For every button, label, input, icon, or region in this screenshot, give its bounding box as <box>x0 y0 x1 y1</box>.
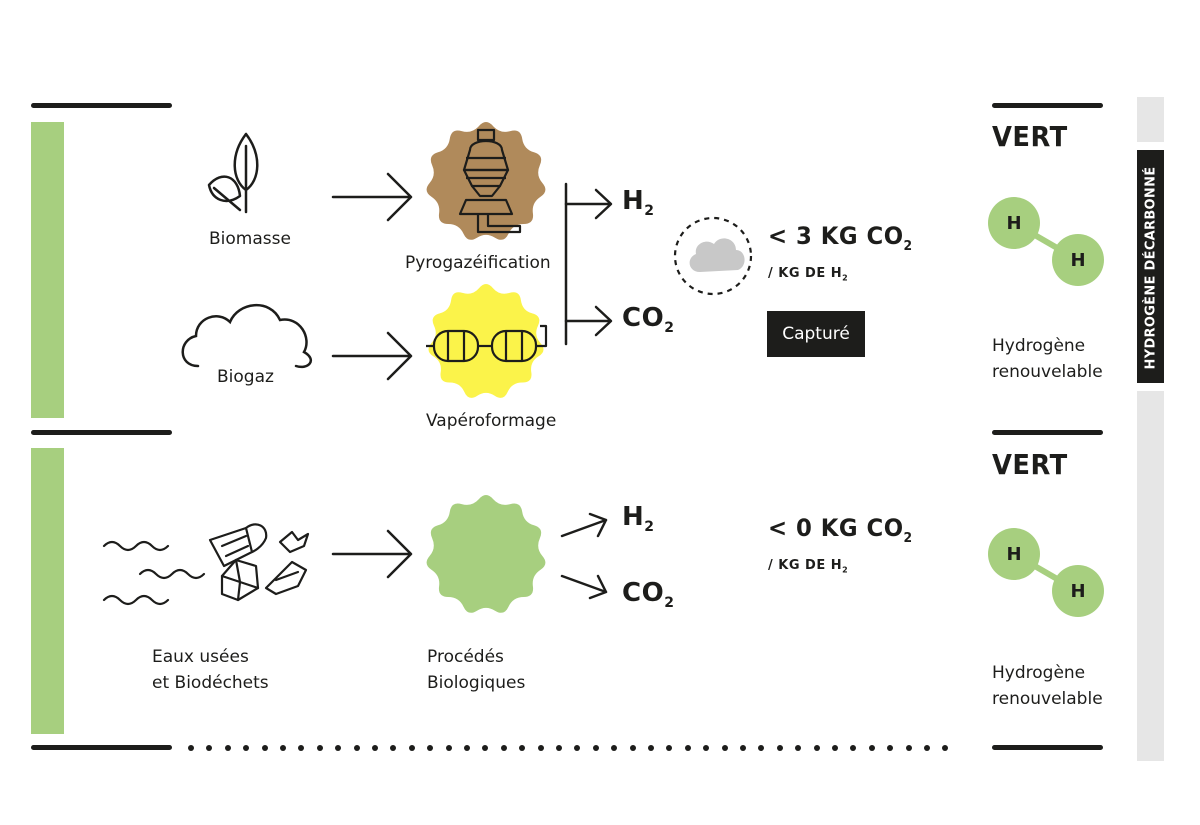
side-panel-top <box>1137 97 1164 142</box>
side-panel-label-bg <box>1137 150 1164 383</box>
pyrogazeification-gear <box>426 122 546 240</box>
row1-result-line2: renouvelable <box>992 362 1103 382</box>
row1-atom-1: H <box>988 197 1040 249</box>
separator-dot <box>353 745 360 751</box>
separator-dot <box>905 745 912 751</box>
biogaz-label: Biogaz <box>217 367 274 387</box>
separator-dot <box>776 745 783 751</box>
separator-dot <box>224 745 231 751</box>
separator-dot <box>850 745 857 751</box>
separator-dot <box>813 745 820 751</box>
separator-dot <box>924 745 930 751</box>
row1-marker <box>31 122 64 418</box>
separator-dot <box>316 745 323 751</box>
capture-badge: Capturé <box>767 311 865 357</box>
row2-h2-output: H2 <box>622 502 655 536</box>
row1-emission-value: < 3 KG CO2 <box>768 222 913 254</box>
top-bar-right <box>992 103 1103 108</box>
separator-dot <box>592 745 599 751</box>
separator-dot <box>335 745 342 751</box>
separator-dot <box>537 745 544 751</box>
waste-input-line1: Eaux usées <box>152 647 249 667</box>
row2-atom-2: H <box>1052 565 1104 617</box>
separator-dot <box>445 745 452 751</box>
separator-dot <box>666 745 673 751</box>
row1-category: VERT <box>992 120 1068 153</box>
separator-dot <box>408 745 415 751</box>
separator-dot <box>298 745 305 751</box>
separator-dot <box>372 745 378 751</box>
row2-emission-unit: / KG DE H2 <box>768 558 849 575</box>
row2-atom-1: H <box>988 528 1040 580</box>
biomasse-label: Biomasse <box>209 229 291 249</box>
separator-dot <box>684 745 691 751</box>
separator-dot <box>868 745 875 751</box>
separator-dot <box>832 745 838 751</box>
pyrogazeification-label: Pyrogazéification <box>405 253 551 273</box>
separator-dot <box>740 745 746 751</box>
reformer-icon <box>426 324 548 363</box>
row1-emission-unit: / KG DE H2 <box>768 266 849 283</box>
row2-marker <box>31 448 64 734</box>
waste-water-icon <box>102 523 310 606</box>
plant-leaves-icon <box>207 132 259 214</box>
side-panel-bottom <box>1137 391 1164 761</box>
row2-co2-output: CO2 <box>622 578 675 612</box>
row2-output-arrows <box>560 512 608 600</box>
bottom-bar-left <box>31 745 172 750</box>
cloud-outline-icon <box>181 303 313 369</box>
row2-emission-value: < 0 KG CO2 <box>768 514 913 546</box>
separator-dot <box>464 745 470 751</box>
row1-h2-output: H2 <box>622 186 655 220</box>
vaporeformage-gear <box>428 284 544 398</box>
separator-dot <box>942 745 949 751</box>
separator-dot <box>519 745 526 751</box>
separator-dot <box>887 745 894 751</box>
separator-dot <box>427 745 434 751</box>
vaporeformage-label: Vapéroformage <box>426 411 557 431</box>
separator-dot <box>390 745 397 751</box>
separator-dot <box>556 745 562 751</box>
separator-dot <box>721 745 728 751</box>
middle-bar-left <box>31 430 172 435</box>
separator-dot <box>629 745 636 751</box>
biological-process-gear <box>426 495 546 613</box>
waste-input-line2: et Biodéchets <box>152 673 269 693</box>
bio-process-line2: Biologiques <box>427 673 526 693</box>
reactor-icon <box>458 128 522 234</box>
separator-dot <box>611 745 618 751</box>
top-bar-left <box>31 103 172 108</box>
row2-result-line2: renouvelable <box>992 689 1103 709</box>
bio-process-line1: Procédés <box>427 647 504 667</box>
row1-atom-2: H <box>1052 234 1104 286</box>
separator-dot <box>500 745 507 751</box>
row1-co2-output: CO2 <box>622 303 675 337</box>
separator-dot <box>261 745 268 751</box>
bottom-bar-right <box>992 745 1103 750</box>
separator-dot <box>574 745 581 751</box>
separator-dot <box>703 745 710 751</box>
row2-category: VERT <box>992 448 1068 481</box>
separator-dot <box>648 745 654 751</box>
row2-result-line1: Hydrogène <box>992 663 1086 683</box>
captured-co2-circle <box>673 216 753 296</box>
grey-cloud-icon <box>689 238 745 272</box>
separator-dot <box>280 745 286 751</box>
separator-dot <box>243 745 250 751</box>
row1-output-bracket <box>564 182 613 346</box>
row1-result-line1: Hydrogène <box>992 336 1086 356</box>
middle-bar-right <box>992 430 1103 435</box>
separator-dot <box>758 745 765 751</box>
separator-dot <box>188 745 194 751</box>
separator-dot <box>206 745 213 751</box>
separator-dot <box>795 745 802 751</box>
separator-dot <box>482 745 489 751</box>
input-arrows <box>331 172 413 579</box>
